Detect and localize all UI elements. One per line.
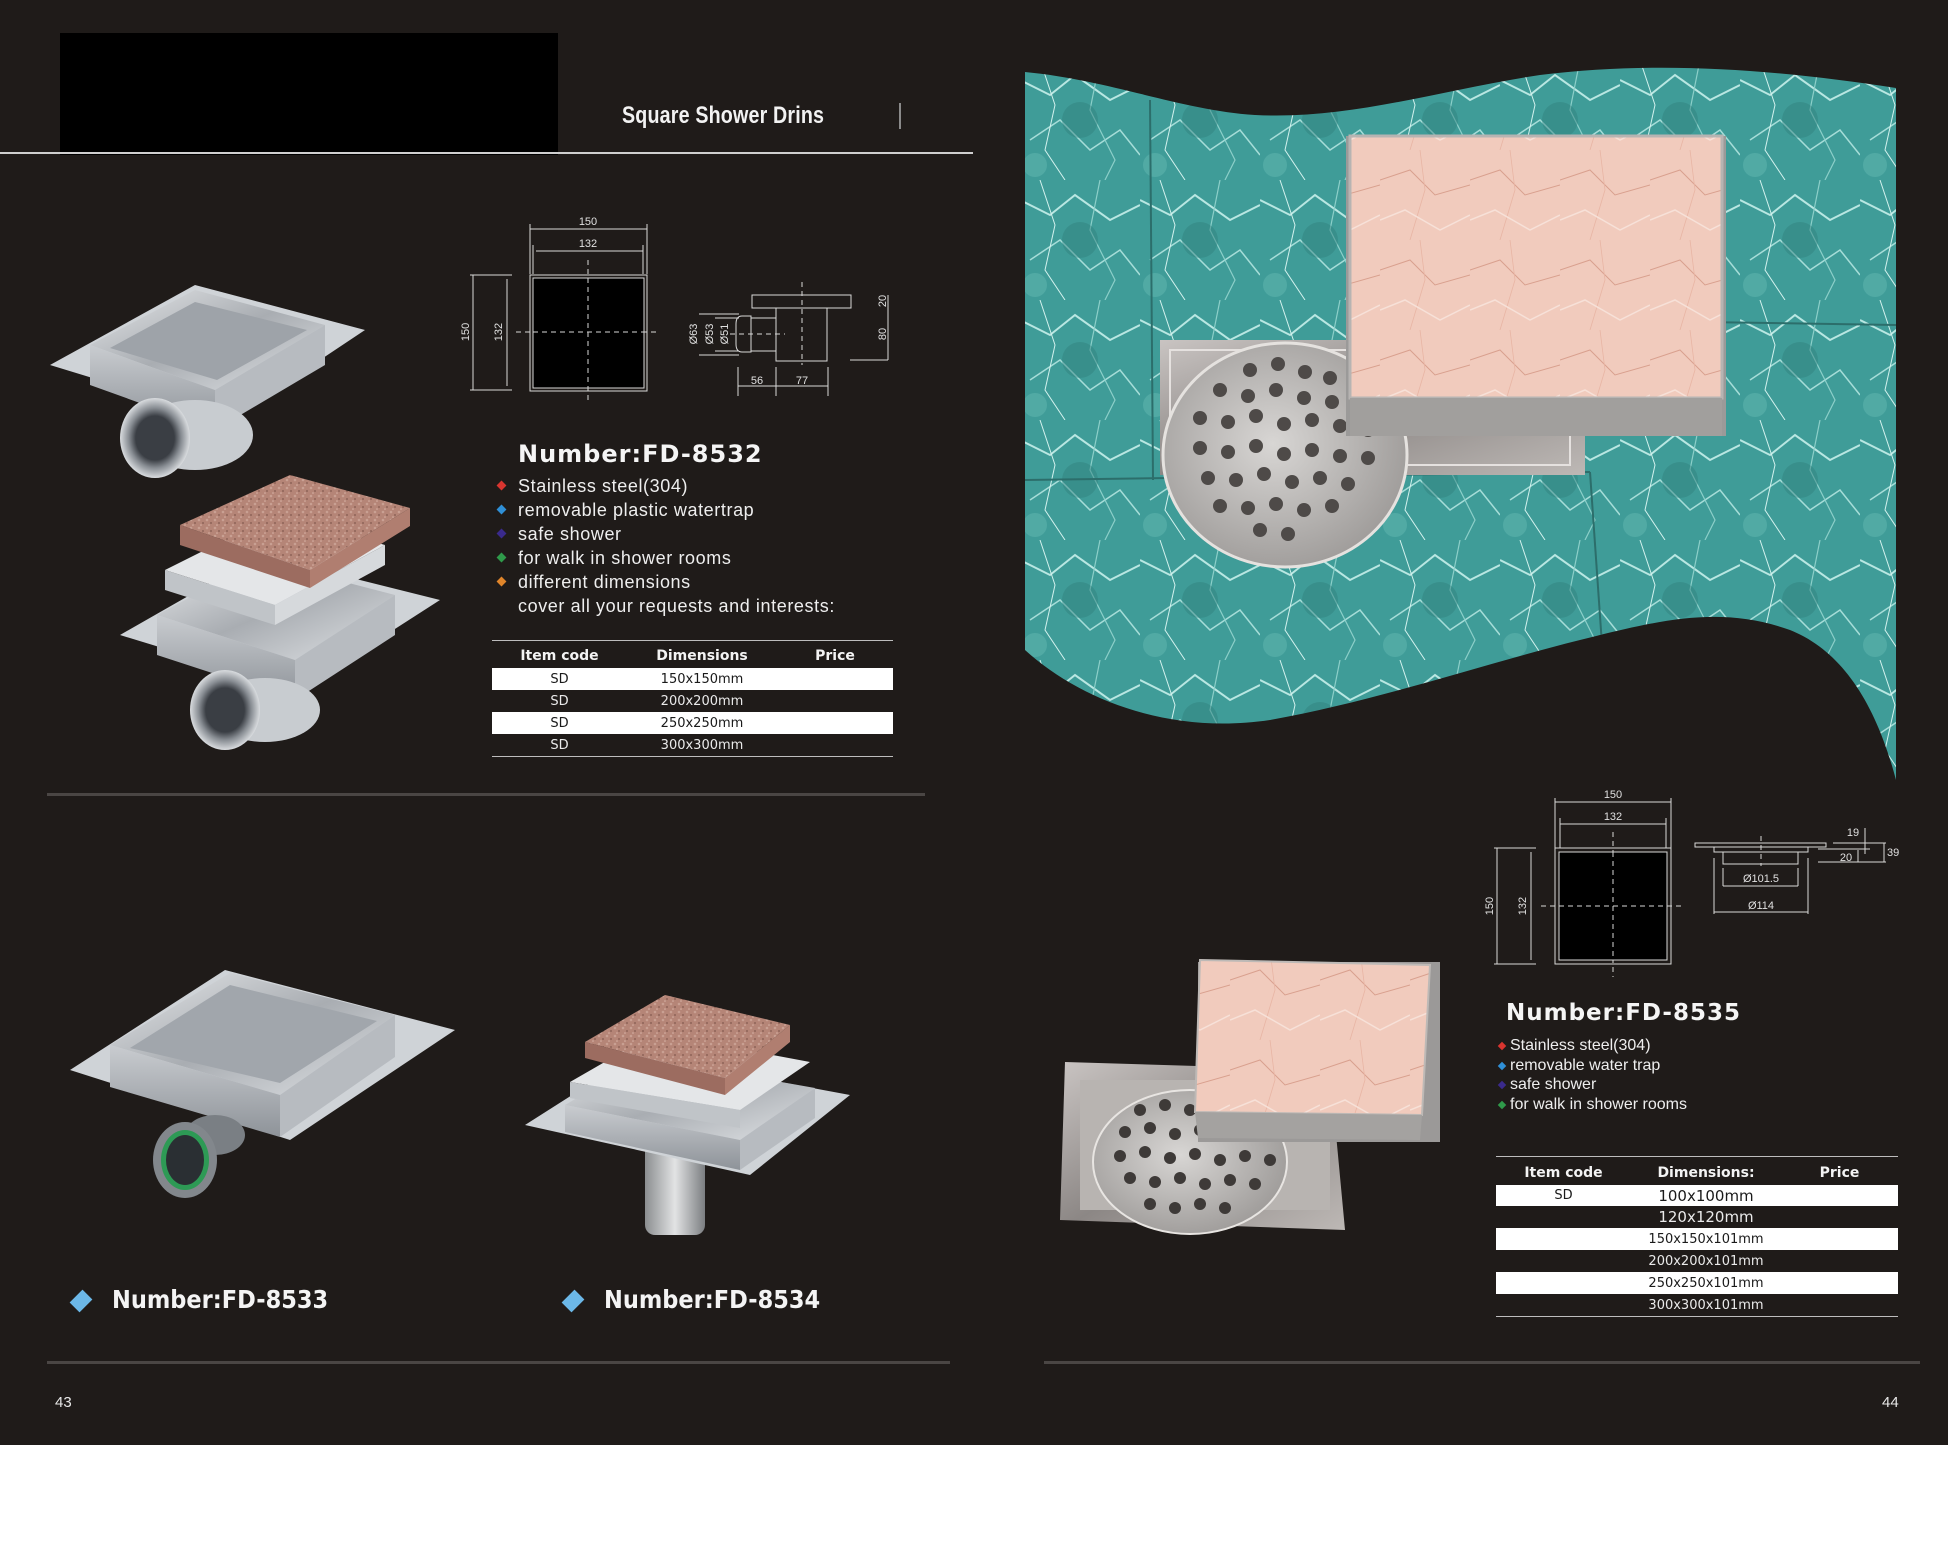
blue-diamond-bullet-icon xyxy=(1497,1061,1507,1070)
table-row: 120x120mm xyxy=(1658,1208,1754,1226)
feature-item: cover all your requests and interests: xyxy=(518,596,835,616)
svg-text:80: 80 xyxy=(877,328,889,340)
feature-item: safe shower xyxy=(1497,1075,1687,1095)
column-header: Dimensions xyxy=(656,648,748,664)
footer-divider-left xyxy=(47,1361,950,1364)
fd8535-technical-drawing: 150 132 150 132 Ø101.5 Ø114 19 20 39 xyxy=(1484,789,1899,977)
fd8532-number: Number:FD-8532 xyxy=(518,440,763,468)
svg-text:150: 150 xyxy=(460,323,472,341)
marble-floor-drain-hero-photo xyxy=(1025,67,1896,781)
red-diamond-bullet-icon xyxy=(1497,1041,1507,1051)
fd8532-spec-table: Item code Dimensions Price SD 150x150mm … xyxy=(492,644,893,756)
table-row: 250x250x101mm xyxy=(1496,1272,1898,1294)
table-row: SD 250x250mm xyxy=(492,712,893,734)
header-divider xyxy=(0,152,973,154)
redacted-logo-block xyxy=(60,33,558,155)
fd8532-product-photo xyxy=(50,285,440,750)
table-row: SD 300x300mm xyxy=(550,737,744,753)
svg-text:56: 56 xyxy=(751,375,763,387)
svg-text:Ø53: Ø53 xyxy=(704,324,716,345)
feature-item: safe shower xyxy=(496,522,835,546)
feature-item: for walk in shower rooms xyxy=(496,546,835,570)
svg-text:Ø114: Ø114 xyxy=(1748,900,1774,912)
table-bottom-rule xyxy=(492,756,893,757)
svg-text:150: 150 xyxy=(1484,897,1496,915)
fd8534-number: Number:FD-8534 xyxy=(604,1285,821,1314)
column-header: Dimensions: xyxy=(1657,1164,1755,1181)
feature-item: different dimensions xyxy=(496,570,835,594)
svg-text:132: 132 xyxy=(1517,897,1529,915)
svg-text:132: 132 xyxy=(1604,811,1622,823)
table-row: 300x300x101mm xyxy=(1648,1297,1764,1313)
svg-text:150: 150 xyxy=(579,216,597,228)
table-top-rule xyxy=(1496,1156,1898,1157)
svg-text:132: 132 xyxy=(493,323,505,341)
svg-text:77: 77 xyxy=(796,375,808,387)
section-divider xyxy=(47,793,925,796)
page-number-left: 43 xyxy=(55,1394,72,1411)
svg-text:150: 150 xyxy=(1604,789,1622,801)
svg-text:20: 20 xyxy=(877,295,889,307)
table-row: SD 200x200mm xyxy=(550,693,744,709)
fd8535-product-photo xyxy=(1060,958,1440,1235)
feature-item: Stainless steel(304) xyxy=(496,474,835,498)
fd8534-product-photo xyxy=(525,995,850,1235)
page-number-right: 44 xyxy=(1882,1394,1899,1411)
catalog-spread: Square Shower Drins xyxy=(0,0,1948,1445)
fd8533-product-photo xyxy=(70,970,455,1198)
table-row: 150x150x101mm xyxy=(1496,1228,1898,1250)
fd8535-spec-table: Item code Dimensions: Price SD 100x100mm… xyxy=(1496,1160,1898,1316)
svg-text:132: 132 xyxy=(579,238,597,250)
title-separator xyxy=(899,103,901,129)
column-header: Item code xyxy=(520,648,599,664)
orange-diamond-bullet-icon xyxy=(496,576,507,587)
svg-text:Ø51: Ø51 xyxy=(719,324,731,345)
fd8532-technical-drawing: 150 132 150 132 Ø63 Ø53 Ø51 20 80 56 77 xyxy=(460,216,889,400)
purple-diamond-bullet-icon xyxy=(496,528,507,539)
feature-item: removable water trap xyxy=(1497,1056,1687,1076)
svg-text:20: 20 xyxy=(1840,852,1852,864)
fd8535-number: Number:FD-8535 xyxy=(1506,1000,1741,1026)
column-header: Price xyxy=(1819,1164,1860,1181)
table-row: 200x200x101mm xyxy=(1648,1253,1764,1269)
svg-text:19: 19 xyxy=(1847,827,1859,839)
page-title: Square Shower Drins xyxy=(622,102,825,129)
table-top-rule xyxy=(492,640,893,641)
feature-item: removable plastic watertrap xyxy=(496,498,835,522)
table-bottom-rule xyxy=(1496,1316,1898,1317)
feature-item: Stainless steel(304) xyxy=(1497,1036,1687,1056)
svg-text:39: 39 xyxy=(1887,847,1899,859)
fd8533-number: Number:FD-8533 xyxy=(112,1285,329,1314)
feature-item: for walk in shower rooms xyxy=(1497,1095,1687,1115)
table-row: SD 100x100mm xyxy=(1496,1185,1898,1206)
column-header: Item code xyxy=(1524,1164,1603,1181)
svg-text:Ø101.5: Ø101.5 xyxy=(1743,873,1779,885)
svg-text:Ø63: Ø63 xyxy=(688,324,700,345)
green-diamond-bullet-icon xyxy=(496,552,507,563)
table-row: SD 150x150mm xyxy=(492,668,893,690)
light-blue-diamond-icon xyxy=(69,1289,93,1313)
blue-diamond-bullet-icon xyxy=(496,504,507,515)
fd8535-feature-list: Stainless steel(304) removable water tra… xyxy=(1497,1036,1687,1115)
red-diamond-bullet-icon xyxy=(496,480,507,491)
green-diamond-bullet-icon xyxy=(1497,1100,1507,1109)
column-header: Price xyxy=(815,648,855,664)
light-blue-diamond-icon xyxy=(561,1289,585,1313)
footer-divider-right xyxy=(1044,1361,1920,1364)
purple-diamond-bullet-icon xyxy=(1497,1080,1507,1090)
fd8532-feature-list: Stainless steel(304) removable plastic w… xyxy=(496,474,835,618)
